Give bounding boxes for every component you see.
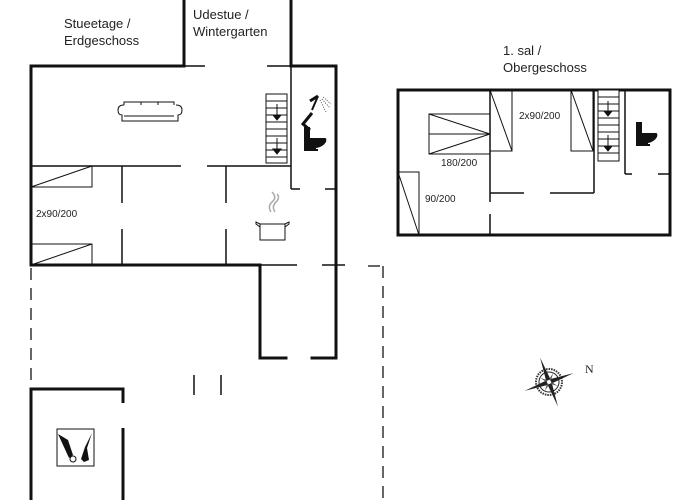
upper-floor-inner-walls (489, 90, 670, 235)
upper-double-bed (428, 113, 491, 155)
stairs-icon (265, 93, 288, 164)
utility-room-icon (56, 428, 95, 467)
upper-twin-bed-right (570, 89, 594, 152)
wintergarden-label-line2: Wintergarten (193, 24, 268, 39)
toilet-icon (304, 127, 327, 151)
ground-bed-top (30, 165, 93, 188)
upper-stairs-icon (597, 89, 620, 162)
compass-north-label: N (585, 362, 594, 376)
ground-floor-label-line2: Erdgeschoss (64, 33, 140, 48)
upper-single-bed (397, 171, 420, 236)
upper-twin-bed-size: 2x90/200 (519, 111, 561, 122)
gate-posts (193, 375, 222, 395)
wintergarden-label-line1: Udestue / (193, 7, 249, 22)
upper-toilet-icon (636, 122, 658, 146)
upper-floor-walls (396, 88, 672, 237)
upper-single-bed-size: 90/200 (425, 194, 456, 205)
ground-twin-bed-size: 2x90/200 (36, 209, 78, 220)
compass-rose-icon (524, 357, 574, 407)
shower-icon (300, 94, 332, 132)
ground-floor-label-line1: Stueetage / (64, 16, 131, 31)
upper-twin-bed-left (489, 89, 513, 152)
cooking-pot-icon (255, 191, 290, 241)
upper-floor-label-line1: 1. sal / (503, 43, 542, 58)
ground-bed-bottom (30, 243, 93, 266)
sofa-icon (117, 101, 183, 122)
upper-floor-label-line2: Obergeschoss (503, 60, 587, 75)
annex-walls (29, 387, 125, 500)
terrace-outline (30, 265, 384, 500)
upper-double-bed-size: 180/200 (441, 158, 478, 169)
